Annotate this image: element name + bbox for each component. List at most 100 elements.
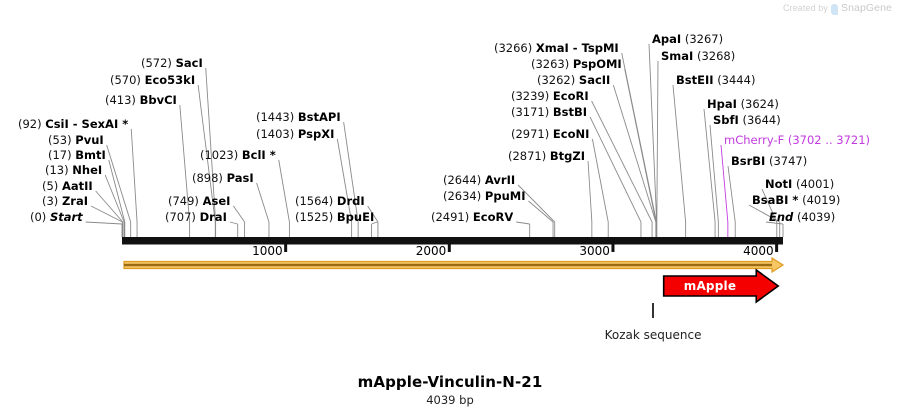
restriction-site-label[interactable]: (1564) DrdI xyxy=(295,195,365,207)
restriction-site-label[interactable]: (1403) PspXI xyxy=(256,128,334,140)
site-name: SacI xyxy=(175,56,203,70)
site-position: (3444) xyxy=(717,73,756,87)
ruler-tick-label: 3000 xyxy=(579,244,610,258)
restriction-site-label[interactable]: (572) SacI xyxy=(141,57,203,69)
site-name: HpaI xyxy=(707,97,737,111)
plasmid-title-block: mApple-Vinculin-N-21 4039 bp xyxy=(0,373,900,407)
site-position: (1403) xyxy=(256,127,295,141)
site-name: PpuMI xyxy=(484,189,526,203)
restriction-site-label[interactable]: (13) NheI xyxy=(45,164,102,176)
site-name: AvrII xyxy=(484,173,516,187)
plasmid-size: 4039 bp xyxy=(426,393,474,407)
site-name: PvuI xyxy=(75,133,104,147)
site-position: (898) xyxy=(192,171,223,185)
feature-label[interactable]: mCherry-F (3702 .. 3721) xyxy=(724,134,870,146)
backbone xyxy=(122,237,783,243)
site-name: CsiI - SexAI * xyxy=(45,117,129,131)
restriction-site-label[interactable]: BsaBI * (4019) xyxy=(752,194,840,206)
site-name: NotI xyxy=(765,177,793,191)
restriction-site-label[interactable]: (749) AseI xyxy=(168,195,230,207)
site-name: BsrBI xyxy=(731,154,766,168)
restriction-site-label[interactable]: (3263) PspOMI xyxy=(531,58,622,70)
site-name: AseI xyxy=(202,194,231,208)
site-tick-marks xyxy=(121,222,784,237)
site-name: Eco53kI xyxy=(144,73,196,87)
restriction-site-label[interactable]: (2644) AvrII xyxy=(443,174,515,186)
site-name: PasI xyxy=(226,171,254,185)
restriction-site-label[interactable]: (2491) EcoRV xyxy=(431,211,513,223)
site-position: (13) xyxy=(45,163,69,177)
site-name: Start xyxy=(49,210,83,224)
site-position: (1564) xyxy=(295,194,334,208)
restriction-site-label[interactable]: (1023) BclI * xyxy=(200,149,276,161)
site-position: (53) xyxy=(48,133,72,147)
site-name: BstAPI xyxy=(297,110,341,124)
site-name: ApaI xyxy=(652,32,682,46)
restriction-site-label[interactable]: HpaI (3624) xyxy=(707,98,779,110)
site-name: SacII xyxy=(578,73,611,87)
site-name: DrdI xyxy=(336,194,365,208)
site-position: (1525) xyxy=(295,210,334,224)
restriction-site-label[interactable]: (2971) EcoNI xyxy=(511,128,589,140)
site-position: (3263) xyxy=(531,57,570,71)
restriction-site-label[interactable]: End (4039) xyxy=(769,211,835,223)
site-position: (0) xyxy=(30,210,47,224)
site-position: (4019) xyxy=(802,193,841,207)
restriction-site-label[interactable]: (92) CsiI - SexAI * xyxy=(18,118,128,130)
restriction-site-label[interactable]: (707) DraI xyxy=(165,211,227,223)
site-position: (749) xyxy=(168,194,199,208)
restriction-site-label[interactable]: (1443) BstAPI xyxy=(256,111,341,123)
site-position: (572) xyxy=(141,56,172,70)
restriction-site-label[interactable]: (413) BbvCI xyxy=(105,94,177,106)
restriction-site-label[interactable]: (3266) XmaI - TspMI xyxy=(494,42,619,54)
site-name: EcoRI xyxy=(552,89,589,103)
site-name: XmaI - TspMI xyxy=(535,41,619,55)
ruler-tick-label: 1000 xyxy=(252,244,283,258)
restriction-site-label[interactable]: NotI (4001) xyxy=(765,178,834,190)
site-name: BmtI xyxy=(75,148,106,162)
site-name: PspOMI xyxy=(572,57,622,71)
restriction-site-label[interactable]: (570) Eco53kI xyxy=(110,74,195,86)
site-name: DraI xyxy=(199,210,227,224)
restriction-site-label[interactable]: (2871) BtgZI xyxy=(508,150,585,162)
restriction-site-label[interactable]: (898) PasI xyxy=(192,172,254,184)
site-name: AatII xyxy=(61,179,93,193)
restriction-site-label[interactable]: SmaI (3268) xyxy=(661,50,735,62)
restriction-site-label[interactable]: (3171) BstBI xyxy=(511,106,587,118)
restriction-site-label[interactable]: (3262) SacII xyxy=(537,74,610,86)
feature-arrow-label: mApple xyxy=(683,279,737,293)
restriction-site-label[interactable]: SbfI (3644) xyxy=(713,114,781,126)
site-position: (2871) xyxy=(508,149,547,163)
restriction-site-label[interactable]: BsrBI (3747) xyxy=(731,155,807,167)
restriction-site-label[interactable]: (0) Start xyxy=(30,211,83,223)
feature-arrow-mapple[interactable]: mApple xyxy=(664,276,757,296)
site-position: (4001) xyxy=(795,177,835,191)
site-name: BtgZI xyxy=(549,149,586,163)
site-position: (92) xyxy=(18,117,42,131)
site-position: (707) xyxy=(165,210,196,224)
snapgene-watermark: Created by SnapGene xyxy=(783,2,892,15)
site-position: (3644) xyxy=(742,113,781,127)
site-name: mCherry-F xyxy=(724,133,785,147)
site-position: (3) xyxy=(42,194,59,208)
restriction-site-label[interactable]: (3239) EcoRI xyxy=(511,90,589,102)
backbone-direction-arrow xyxy=(123,256,785,274)
site-position: (413) xyxy=(105,93,136,107)
restriction-site-label[interactable]: (1525) BpuEI xyxy=(295,211,374,223)
restriction-site-label[interactable]: ApaI (3267) xyxy=(652,33,723,45)
restriction-site-label[interactable]: (3) ZraI xyxy=(42,195,88,207)
site-name: EcoNI xyxy=(552,127,590,141)
feature-leader-lines xyxy=(123,256,785,274)
site-position: (2491) xyxy=(431,210,470,224)
restriction-site-label[interactable]: (17) BmtI xyxy=(48,149,106,161)
restriction-site-label[interactable]: BstEII (3444) xyxy=(676,74,755,86)
site-name: PspXI xyxy=(297,127,335,141)
kozak-sequence-label: Kozak sequence xyxy=(604,328,702,342)
kozak-tick-mark xyxy=(652,303,655,318)
restriction-site-label[interactable]: (2634) PpuMI xyxy=(443,190,525,202)
restriction-site-label[interactable]: (53) PvuI xyxy=(48,134,104,146)
restriction-site-label[interactable]: (5) AatII xyxy=(42,180,93,192)
site-position: (3702 .. 3721) xyxy=(787,133,871,147)
